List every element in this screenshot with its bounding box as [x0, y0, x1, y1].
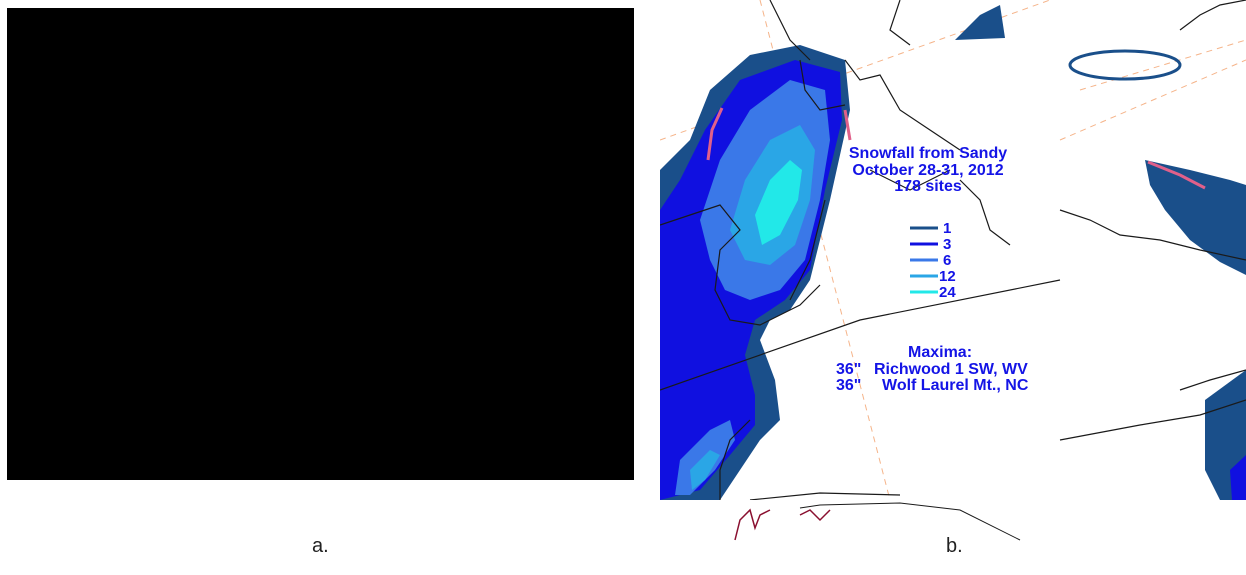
- legend-label-24: 24: [939, 284, 956, 301]
- legend-label-1: 1: [943, 220, 951, 237]
- maxima-location-1: Richwood 1 SW, WV: [874, 361, 1028, 378]
- snow-fringe-east: [843, 109, 852, 141]
- legend-label-6: 6: [943, 252, 951, 269]
- maxima-amount-2: 36": [836, 377, 861, 394]
- map-outlines: [660, 0, 1246, 501]
- snow-fringe-west: [706, 107, 724, 161]
- snow-region-south-12in: [690, 450, 720, 490]
- map-title-line-2: October 28-31, 2012: [852, 162, 1003, 179]
- maxima-amount-1: 36": [836, 361, 861, 378]
- maxima-block: Maxima: 36" Richwood 1 SW, WV 36" Wolf L…: [836, 344, 1029, 394]
- snow-region-east-1in: [1145, 160, 1246, 275]
- maxima-location-2: Wolf Laurel Mt., NC: [882, 377, 1029, 394]
- panel-a-top-strip: [7, 0, 634, 8]
- snow-region-north: [955, 5, 1005, 40]
- snow-contour-ellipse: [1068, 49, 1182, 81]
- panel-a-image: [7, 8, 634, 480]
- snow-region-east-south-3in: [1230, 455, 1246, 500]
- map-title-line-3: 178 sites: [894, 178, 962, 195]
- panel-b-map: Snowfall from Sandy October 28-31, 2012 …: [660, 0, 1246, 545]
- map-legend: 1 3 6 12 24: [910, 220, 956, 301]
- legend-label-12: 12: [939, 268, 956, 285]
- caption-a: a.: [312, 535, 329, 557]
- snow-fringe-east-region: [1147, 160, 1206, 190]
- legend-label-3: 3: [943, 236, 951, 253]
- map-bottom-fragment: [734, 508, 831, 541]
- map-title: Snowfall from Sandy October 28-31, 2012 …: [849, 145, 1007, 195]
- snowfall-map: Snowfall from Sandy October 28-31, 2012 …: [660, 0, 1246, 545]
- snow-region-24in: [755, 160, 802, 245]
- caption-b: b.: [946, 535, 963, 557]
- maxima-title: Maxima:: [908, 344, 972, 361]
- map-title-line-1: Snowfall from Sandy: [849, 145, 1007, 162]
